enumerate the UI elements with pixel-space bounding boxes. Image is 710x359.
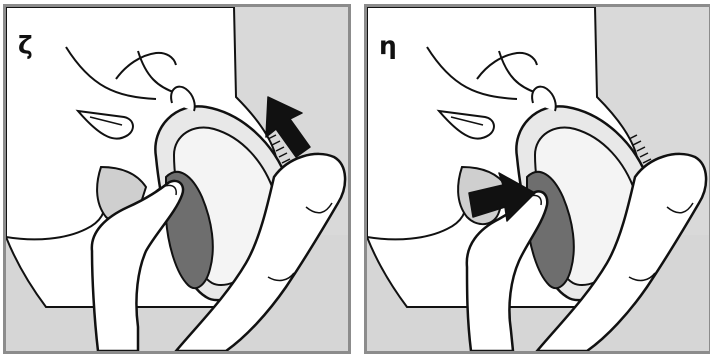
panel-label-eta: η: [379, 33, 397, 58]
ear-insertion-illustration-zeta: [6, 7, 348, 351]
ear-insertion-illustration-eta: [367, 7, 709, 351]
illustration-panel-eta: η: [364, 4, 710, 354]
illustration-panel-zeta: ζ: [3, 4, 351, 354]
panel-label-zeta: ζ: [18, 33, 33, 58]
